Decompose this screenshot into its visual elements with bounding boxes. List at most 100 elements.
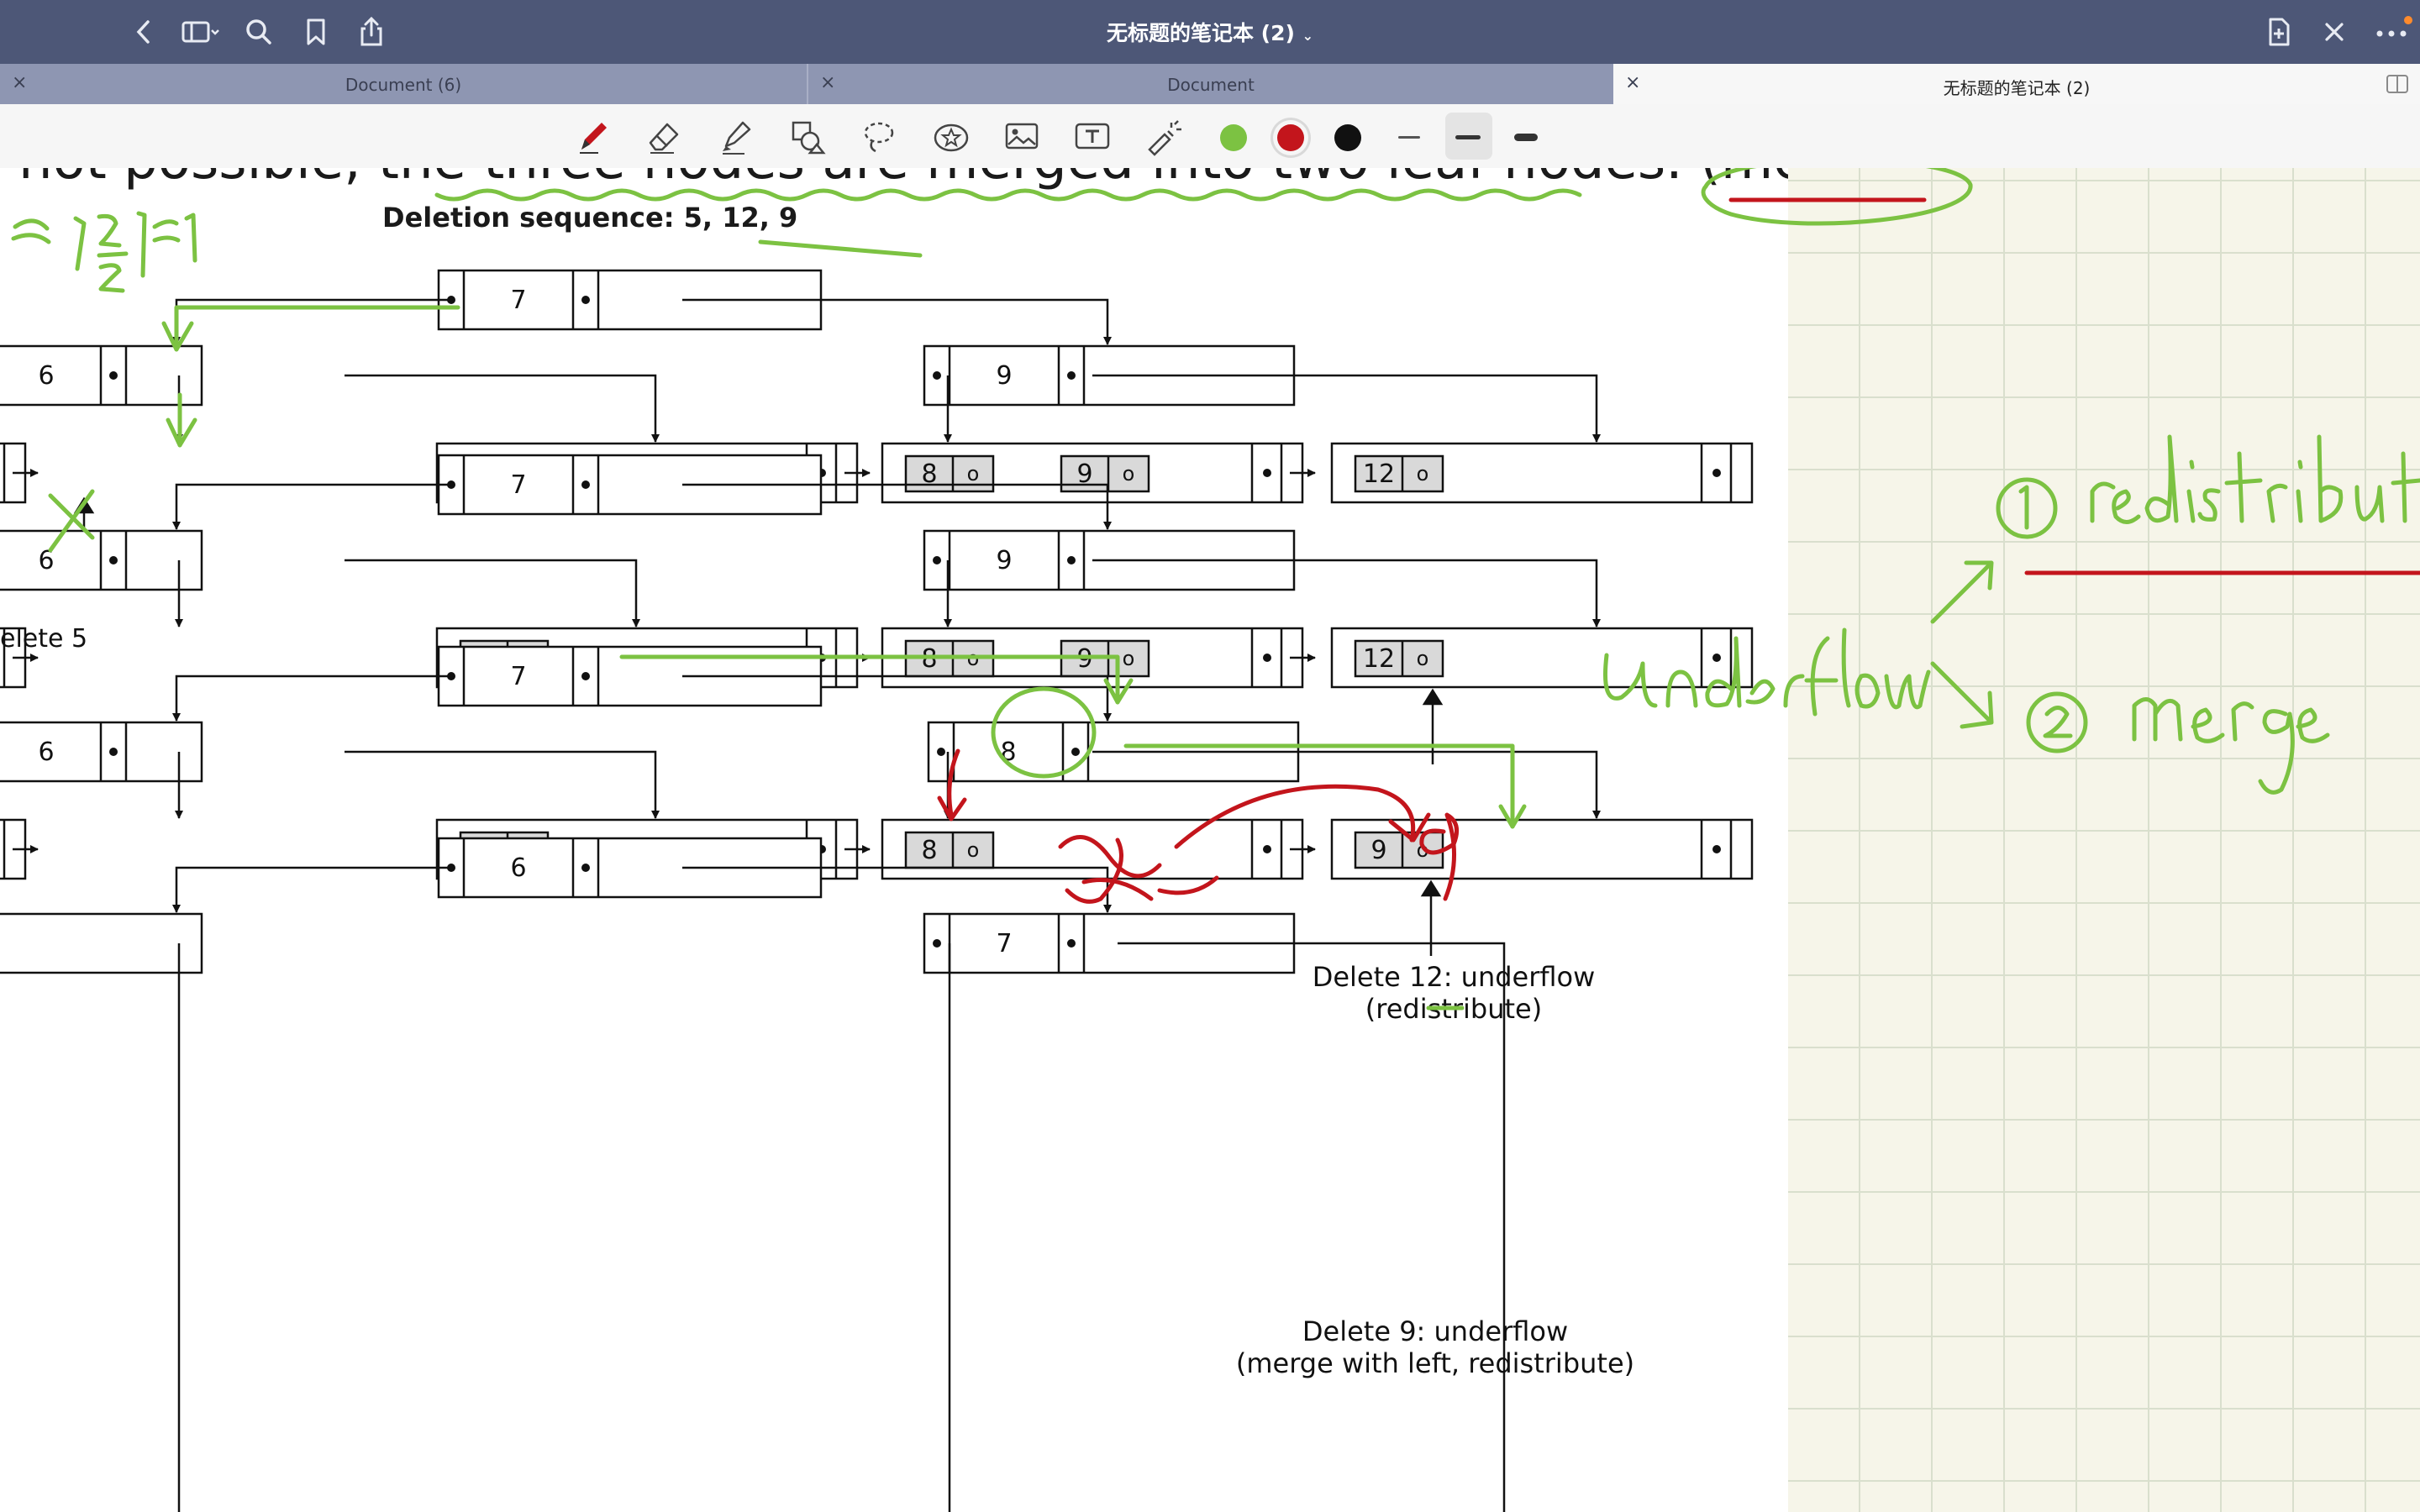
- sticker-icon[interactable]: [931, 116, 971, 156]
- text-icon[interactable]: [1072, 116, 1113, 156]
- record-pointer: o: [1123, 647, 1135, 670]
- label-delete-5: elete 5: [0, 624, 87, 654]
- stroke-medium[interactable]: [1455, 135, 1481, 139]
- circle-9: [991, 686, 1097, 779]
- bplus-tree-figure: not possible, the three nodes are merged…: [0, 168, 1916, 1512]
- pointer-dot: [109, 556, 118, 564]
- window-title[interactable]: 无标题的笔记本 (2) ⌄: [1106, 21, 1314, 45]
- arrow-head: [1422, 688, 1444, 706]
- red-9: [1419, 812, 1460, 901]
- pointer: [345, 750, 660, 819]
- add-page-icon[interactable]: [2262, 15, 2296, 49]
- grid-paper: [1788, 168, 2420, 1512]
- leaf-key: 8: [921, 836, 937, 865]
- document-top-text: not possible, the three nodes are merged…: [18, 168, 1788, 192]
- pointer-dot: [1712, 845, 1721, 853]
- node-key: 6: [38, 546, 54, 575]
- node-key: 9: [996, 546, 1012, 575]
- color-green-swatch[interactable]: [1220, 124, 1247, 151]
- pointer-dot: [1067, 371, 1076, 380]
- tab-close-icon[interactable]: ×: [820, 72, 836, 93]
- pdf-page: not possible, the three nodes are merged…: [0, 168, 1916, 1512]
- leaf-key: 9: [1076, 459, 1092, 489]
- lasso-icon[interactable]: [859, 116, 899, 156]
- node-key: 7: [996, 929, 1012, 958]
- node-key: 6: [38, 738, 54, 767]
- image-icon[interactable]: [1002, 116, 1042, 156]
- root-left-pointer: [172, 866, 451, 913]
- ink-annotations: [11, 168, 2420, 1011]
- label-delete-9-note: (merge with left, redistribute): [1236, 1347, 1634, 1379]
- root-left-pointer: [172, 483, 451, 530]
- leaf-key: 12: [1363, 459, 1395, 489]
- chevron-down-icon[interactable]: ⌄: [1302, 28, 1314, 44]
- pointer-dot: [1712, 469, 1721, 477]
- tab-label: Document (6): [345, 75, 462, 95]
- redistribute-ink: [2090, 434, 2420, 524]
- strike-9-red: [1058, 835, 1219, 904]
- pointer-dot: [937, 748, 945, 756]
- node-key: 7: [510, 662, 526, 691]
- pointer-dot: [1263, 469, 1271, 477]
- eraser-icon[interactable]: [644, 116, 684, 156]
- red-arrow-right: [1174, 784, 1431, 849]
- tab-label: 无标题的笔记本 (2): [1943, 78, 2091, 98]
- pointer-dot: [1263, 654, 1271, 662]
- leaf-key: 8: [921, 459, 937, 489]
- pointer-dot: [109, 371, 118, 380]
- sidebar-toggle-icon[interactable]: [178, 15, 222, 49]
- fraction-ink: [11, 211, 197, 293]
- pointer-dot: [1071, 748, 1080, 756]
- share-icon[interactable]: [355, 15, 388, 49]
- notebook-canvas[interactable]: not possible, the three nodes are merged…: [0, 168, 2420, 1512]
- record-pointer: o: [1417, 462, 1429, 486]
- label-delete-9: Delete 9: underflow: [1302, 1315, 1568, 1347]
- shapes-icon[interactable]: [786, 116, 827, 156]
- tab-notebook[interactable]: × 无标题的笔记本 (2): [1613, 64, 2420, 104]
- pointer-dot: [933, 371, 941, 380]
- pointer: [1092, 750, 1601, 819]
- leaf-entry: [1354, 454, 1444, 493]
- red-arrow-down: [937, 748, 967, 822]
- bookmark-icon[interactable]: [299, 15, 333, 49]
- root-right-pointer: [682, 298, 1112, 345]
- highlighter-icon[interactable]: [716, 116, 756, 156]
- tab-label: Document: [1167, 75, 1255, 95]
- tab-document[interactable]: × Document: [808, 64, 1615, 104]
- pointer: [345, 374, 660, 443]
- close-icon[interactable]: [2317, 15, 2351, 49]
- leaf-key: 9: [1370, 836, 1386, 865]
- leaf-key: 12: [1363, 644, 1395, 674]
- record-pointer: o: [967, 462, 980, 486]
- root-right-pointer: [682, 866, 1112, 913]
- stroke-thin[interactable]: [1398, 136, 1420, 139]
- tab-close-icon[interactable]: ×: [1625, 72, 1641, 93]
- pointer: [1092, 374, 1601, 443]
- pointer-dot: [1067, 556, 1076, 564]
- stroke-thick[interactable]: [1514, 134, 1538, 141]
- leaf-entry: [1354, 639, 1444, 678]
- arrow-head: [1420, 879, 1442, 897]
- underflow-ink: [1602, 627, 1931, 717]
- strike-5: [48, 489, 95, 553]
- node-key: 6: [38, 361, 54, 391]
- color-black-swatch[interactable]: [1334, 124, 1361, 151]
- pointer-dot: [1712, 654, 1721, 662]
- record-pointer: o: [1417, 838, 1429, 862]
- pen-icon[interactable]: [573, 116, 613, 156]
- tab-document-6[interactable]: × Document (6): [0, 64, 808, 104]
- tab-close-icon[interactable]: ×: [12, 72, 28, 93]
- record-pointer: o: [1417, 647, 1429, 670]
- search-icon[interactable]: [242, 15, 276, 49]
- split-view-icon[interactable]: [2385, 72, 2410, 96]
- laser-pointer-icon[interactable]: [1143, 116, 1183, 156]
- node-key: 7: [510, 470, 526, 500]
- color-red-swatch[interactable]: [1277, 124, 1304, 151]
- pointer: [345, 559, 640, 627]
- more-icon[interactable]: [2371, 15, 2415, 49]
- merge-ink: [2132, 697, 2330, 795]
- record-pointer: o: [967, 838, 980, 862]
- pointer: [1092, 559, 1601, 627]
- node-key: 7: [510, 286, 526, 315]
- back-icon[interactable]: [128, 15, 161, 49]
